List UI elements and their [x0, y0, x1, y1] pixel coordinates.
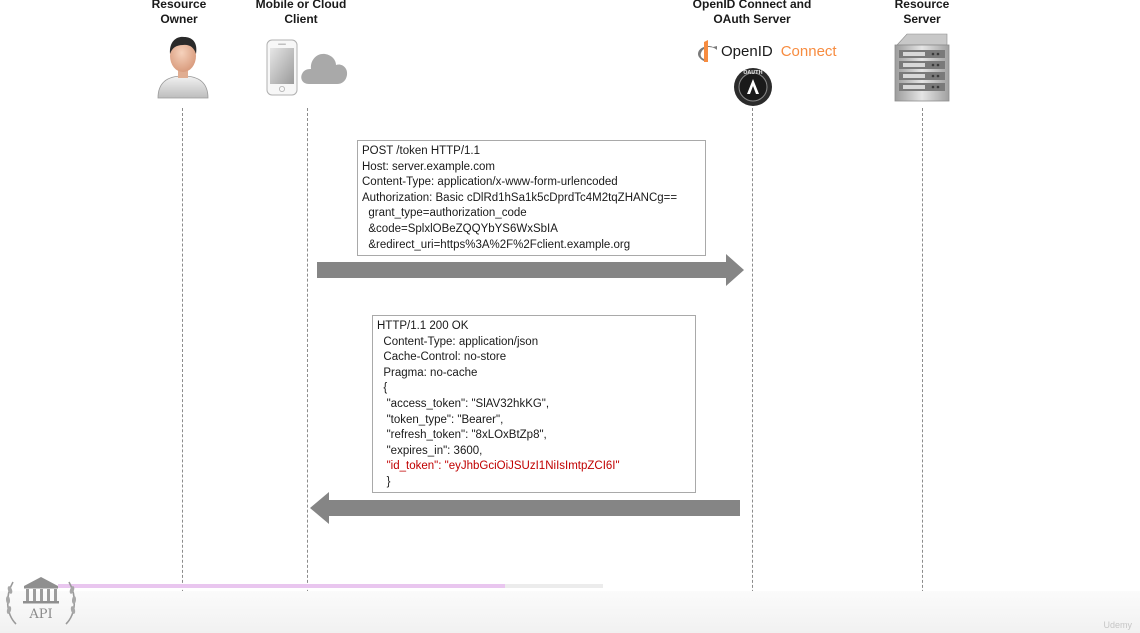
api-university-logo: API — [5, 577, 77, 625]
openid-connect-logo: OpenID Connect — [696, 38, 837, 64]
response-line: Pragma: no-cache — [377, 366, 478, 379]
lifeline-client — [307, 108, 308, 613]
phone-icon — [266, 39, 298, 96]
response-line: { — [377, 382, 388, 395]
lifeline-auth-server — [752, 108, 753, 613]
actor-label-resource-owner: Resource Owner — [151, 0, 207, 26]
request-line: &redirect_uri=https%3A%2F%2Fclient.examp… — [362, 238, 631, 251]
response-line: "token_type": "Bearer", — [377, 413, 504, 426]
response-line: HTTP/1.1 200 OK — [377, 320, 469, 332]
lifeline-resource-owner — [182, 108, 183, 613]
request-arrow — [317, 254, 744, 286]
lifeline-resource-server — [922, 108, 923, 613]
token-request-box: POST /token HTTP/1.1 Host: server.exampl… — [357, 140, 706, 256]
response-line: "expires_in": 3600, — [377, 444, 483, 457]
connect-word: Connect — [780, 42, 837, 60]
response-line: Content-Type: application/json — [377, 335, 539, 348]
oauth-badge-text: OAUTH — [743, 70, 763, 76]
request-line: &code=SplxlOBeZQQYbYS6WxSbIA — [362, 222, 558, 235]
api-logo-text: API — [28, 607, 52, 622]
response-arrow — [310, 492, 740, 524]
response-line: Cache-Control: no-store — [377, 351, 507, 364]
actor-label-resource-server: Resource Server — [894, 0, 950, 26]
video-progress-fill — [58, 584, 505, 588]
person-icon — [157, 36, 209, 99]
actor-label-auth-server: OpenID Connect and OAuth Server — [692, 0, 812, 26]
id-token-line: "id_token": "eyJhbGciOiJSUzI1NiIsImtpZCI… — [377, 460, 620, 473]
oauth-badge-icon: OAUTH — [734, 68, 772, 106]
response-line: "access_token": "SlAV32hkKG", — [377, 397, 550, 410]
openid-icon — [698, 40, 717, 62]
token-response-box: HTTP/1.1 200 OK Content-Type: applicatio… — [372, 315, 696, 493]
openid-word: OpenID — [721, 42, 773, 60]
player-footer — [0, 591, 1140, 633]
response-line: "refresh_token": "8xLOxBtZp8", — [377, 429, 547, 442]
udemy-watermark: Udemy — [1103, 620, 1132, 630]
request-line: Host: server.example.com — [362, 160, 495, 173]
video-progress-bar[interactable] — [58, 584, 603, 588]
cloud-icon — [301, 53, 348, 84]
actor-label-client: Mobile or Cloud Client — [255, 0, 347, 26]
response-line: } — [377, 475, 391, 488]
request-line: POST /token HTTP/1.1 — [362, 145, 481, 157]
server-rack-icon — [894, 33, 950, 102]
request-line: Authorization: Basic cDlRd1hSa1k5cDprdTc… — [362, 191, 678, 204]
request-line: grant_type=authorization_code — [362, 207, 527, 220]
request-line: Content-Type: application/x-www-form-url… — [362, 176, 618, 189]
